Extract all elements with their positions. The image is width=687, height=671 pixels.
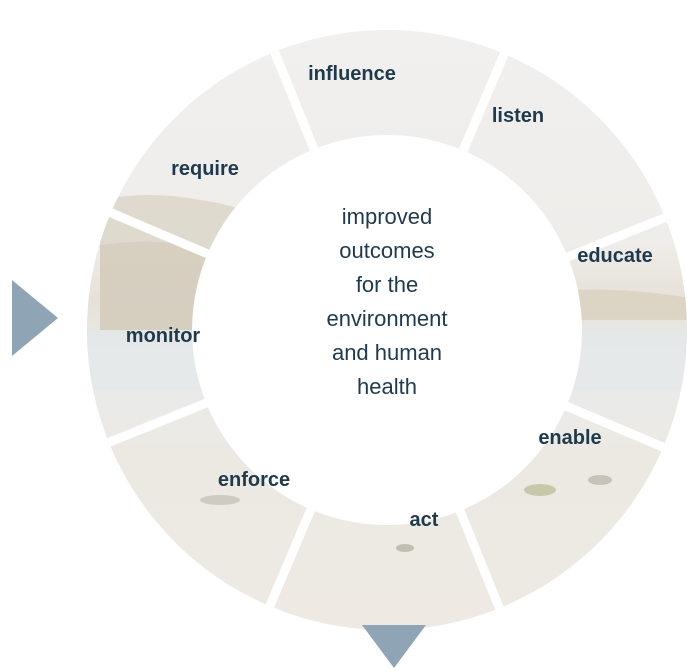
segment-label-enforce: enforce	[218, 469, 290, 491]
center-line: outcomes	[339, 238, 434, 263]
ring-background	[86, 30, 687, 631]
right-arrow-icon	[12, 280, 58, 356]
segment-separators	[102, 45, 672, 615]
center-line: for the	[356, 272, 418, 297]
segment-label-act: act	[410, 509, 439, 531]
center-text: improved outcomes for the environment an…	[326, 204, 447, 399]
segment-label-listen: listen	[492, 105, 544, 127]
center-line: health	[357, 374, 417, 399]
segment-label-educate: educate	[577, 245, 653, 267]
segment-label-enable: enable	[538, 427, 601, 449]
center-circle	[198, 141, 576, 519]
segment-labels: influence listen educate enable act enfo…	[126, 63, 653, 531]
segment-gap	[263, 493, 321, 613]
segment-gap	[102, 393, 222, 449]
segment-gap	[550, 396, 670, 454]
down-arrow-icon	[362, 625, 426, 668]
center-line: environment	[326, 306, 447, 331]
segment-gap	[552, 211, 672, 267]
segment-label-require: require	[171, 158, 239, 180]
segment-gap	[268, 45, 324, 165]
center-line: improved	[342, 204, 432, 229]
segment-gap	[453, 47, 511, 167]
segment-label-monitor: monitor	[126, 325, 201, 347]
segment-gap	[104, 206, 224, 264]
center-line: and human	[332, 340, 442, 365]
segment-label-influence: influence	[308, 63, 396, 85]
segment-gap	[450, 495, 506, 615]
